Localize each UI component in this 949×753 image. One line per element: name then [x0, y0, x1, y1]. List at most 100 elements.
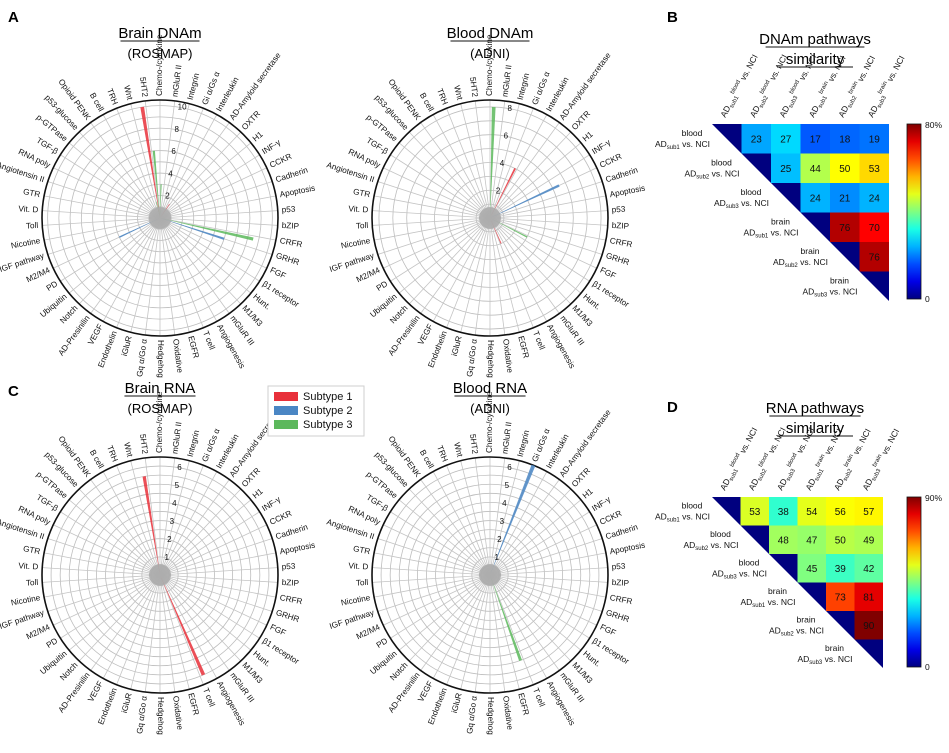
grid-spoke — [90, 479, 161, 576]
chart-title: Blood RNA — [453, 380, 527, 397]
label-vs: vs. NCI — [680, 511, 710, 521]
spoke-label: 5HT2 — [468, 76, 479, 97]
label-tissue: brain — [768, 586, 787, 596]
spoke-label: 5HT2 — [468, 433, 479, 454]
label-ad: AD — [714, 198, 726, 208]
grid-spoke — [408, 217, 491, 305]
heatmap-diagonal — [826, 611, 855, 640]
spoke-label: Wnt — [452, 442, 465, 459]
label-tissue: brain — [815, 454, 827, 469]
heatmap-diagonal — [712, 497, 741, 526]
grid-spoke — [42, 210, 161, 219]
label-ad: AD — [769, 625, 781, 635]
spoke-label: Notch — [388, 303, 410, 325]
grid-spoke — [489, 217, 560, 314]
spoke-label: OXTR — [240, 109, 262, 132]
grid-spoke — [159, 217, 242, 305]
grid-spoke — [159, 217, 218, 322]
label-subtype: sub2 — [785, 263, 799, 269]
grid-spoke — [159, 574, 252, 651]
label-ad: AD — [777, 104, 791, 119]
radial-tick-label: 5 — [505, 481, 510, 490]
grid-spoke — [377, 538, 491, 576]
grid-spoke — [68, 142, 161, 219]
heatmap-cell-value: 81 — [863, 592, 875, 603]
bar-subtype-2 — [119, 218, 160, 238]
radial-tick-label: 3 — [500, 517, 505, 526]
label-tissue: brain — [830, 275, 849, 285]
legend-label: Subtype 1 — [303, 391, 353, 403]
label-subtype: sub3 — [726, 204, 740, 210]
radial-tick-label: 1 — [495, 553, 500, 562]
radial-tick-label: 8 — [507, 104, 512, 113]
grid-spoke — [398, 499, 491, 576]
bar-subtype-3 — [160, 218, 254, 241]
spoke-label: Gq α/Go α — [135, 338, 149, 377]
grid-spoke — [159, 217, 204, 328]
heatmap-cell — [769, 525, 798, 554]
grid-spoke — [159, 574, 276, 598]
bar-subtype-1 — [160, 575, 206, 676]
spoke-label: TGF-β — [35, 493, 60, 514]
label-ad: AD — [773, 257, 785, 267]
spoke-label: Vit. D — [348, 561, 368, 571]
grid-spoke — [102, 574, 161, 679]
heatmap-diagonal — [712, 124, 742, 154]
grid-spoke — [390, 574, 491, 639]
spoke-label: CRFR — [279, 593, 303, 606]
grid-spoke — [489, 574, 520, 690]
grid-spoke — [159, 217, 230, 314]
spoke-label: INF-γ — [590, 494, 612, 513]
grid-spoke — [47, 538, 161, 576]
spoke-label: TGF-β — [365, 136, 390, 157]
heatmap-cell-value: 57 — [863, 507, 875, 518]
heatmap-cell — [826, 497, 855, 526]
spoke-label: CCKR — [598, 509, 623, 527]
heatmap-cell — [830, 183, 860, 213]
label-subtype: sub2 — [757, 468, 769, 483]
label-subtype: sub1 — [667, 517, 681, 523]
grid-spoke — [159, 574, 230, 671]
grid-spoke — [489, 154, 590, 219]
grid-spoke — [489, 217, 603, 255]
grid-spoke — [159, 217, 276, 241]
grid-spoke — [446, 465, 491, 576]
label-ad: AD — [655, 139, 667, 149]
heatmap-cell — [800, 183, 830, 213]
spoke-label: Toll — [356, 221, 369, 231]
label-tissue: brain — [843, 454, 855, 469]
grid-spoke — [489, 457, 506, 576]
heatmap-cell — [859, 153, 889, 183]
spoke-label: PD — [45, 636, 59, 650]
spoke-label: p53 — [611, 205, 626, 215]
grid-spoke — [159, 217, 267, 269]
label-subtype: sub1 — [729, 95, 741, 110]
label-tissue: blood — [741, 187, 762, 197]
grid-spoke — [130, 103, 161, 219]
chart-subtitle: (ROSMAP) — [128, 401, 193, 416]
heatmap-cell — [859, 212, 889, 242]
grid-spoke — [460, 217, 491, 333]
label-ad: AD — [832, 477, 846, 492]
heatmap-cell-value: 25 — [780, 164, 792, 175]
label-tissue: brain — [872, 454, 884, 469]
heatmap-cell — [854, 497, 883, 526]
radial-tick-label: 4 — [172, 499, 177, 508]
spoke-label: M2/M4 — [355, 265, 382, 284]
spoke-label: H1 — [581, 130, 595, 144]
grid-spoke — [489, 499, 582, 576]
label-tissue: brain — [818, 81, 830, 96]
bar-subtype-2 — [490, 464, 536, 575]
spoke-label: Oxidative — [171, 338, 184, 373]
grid-spoke — [398, 142, 491, 219]
heatmap-cell-value: 24 — [810, 193, 822, 204]
grid-spoke — [159, 195, 276, 219]
radial-tick-label: 5 — [175, 481, 180, 490]
grid-spoke — [53, 524, 161, 576]
spoke-label: Chemo-/cytokine — [485, 391, 494, 453]
chart-title: Blood DNAm — [447, 25, 534, 42]
panel-letter-a: A — [8, 9, 19, 26]
